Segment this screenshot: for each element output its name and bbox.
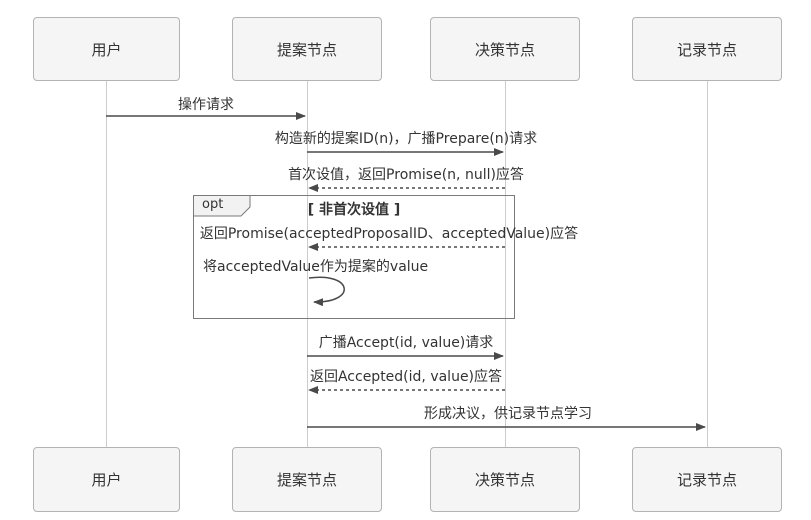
actor-bottom-acceptor: 决策节点 [430,447,580,512]
fragment-operator: opt [202,197,224,212]
message-label: 构造新的提案ID(n)，广播Prepare(n)请求 [274,131,538,147]
message-label: 返回Promise(acceptedProposalID、acceptedVal… [199,226,579,242]
actor-label: 记录节点 [676,40,737,59]
lifeline-proposer [307,81,308,447]
actor-label: 用户 [91,471,122,489]
actor-top-acceptor: 决策节点 [430,17,580,81]
actor-top-learner: 记录节点 [632,17,782,81]
message-label: 广播Accept(id, value)请求 [318,335,494,351]
message-label: 返回Accepted(id, value)应答 [309,369,503,385]
actor-bottom-proposer: 提案节点 [232,447,382,512]
actor-label: 决策节点 [474,40,535,59]
actor-label: 提案节点 [276,471,337,489]
lifeline-user [106,81,107,447]
message-label: 形成决议，供记录节点学习 [424,406,592,422]
actor-label: 记录节点 [676,471,737,489]
actor-top-user: 用户 [33,17,180,81]
actor-label: 决策节点 [474,471,535,489]
lifeline-learner [707,81,708,447]
actor-bottom-learner: 记录节点 [632,447,782,512]
actor-label: 提案节点 [276,40,337,59]
actor-top-proposer: 提案节点 [232,17,382,81]
actor-bottom-user: 用户 [33,447,180,512]
fragment-tab-shape [193,195,251,217]
fragment-guard: [ 非首次设值 ] [307,202,401,218]
fragment-operator-tab: opt [193,195,251,217]
lifeline-acceptor [505,81,506,447]
message-label: 首次设值，返回Promise(n, null)应答 [288,167,524,183]
message-label: 将acceptedValue作为提案的value [203,259,429,275]
actor-label: 用户 [91,40,122,59]
message-label: 操作请求 [178,97,234,113]
opt-fragment: opt [ 非首次设值 ] [193,195,515,319]
